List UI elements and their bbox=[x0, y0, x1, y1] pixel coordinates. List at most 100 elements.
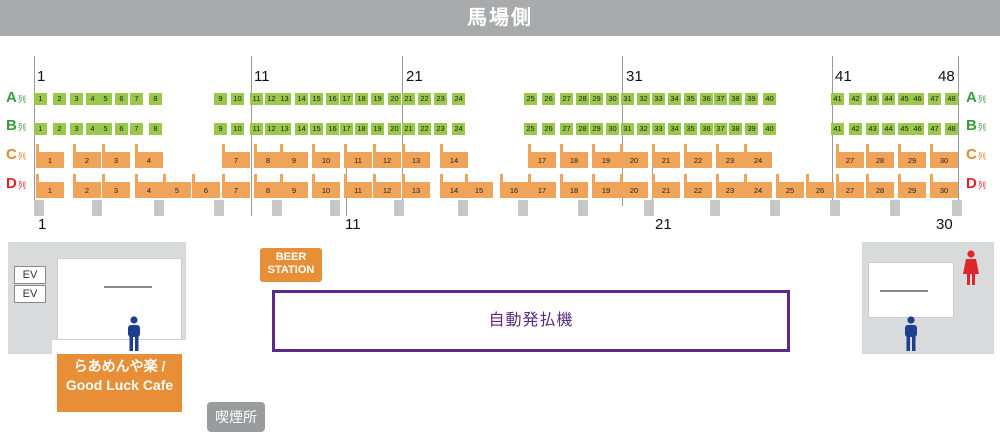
seat-b-33: 33 bbox=[652, 123, 665, 135]
seat-c-21: 21 bbox=[652, 144, 680, 168]
pillar-block bbox=[952, 200, 962, 216]
seat-b-8: 8 bbox=[149, 123, 162, 135]
seat-c-1: 1 bbox=[36, 144, 64, 168]
seat-a-31: 31 bbox=[621, 93, 634, 105]
pillar-block bbox=[34, 200, 44, 216]
seat-b-47: 47 bbox=[928, 123, 941, 135]
seat-a-21: 21 bbox=[402, 93, 415, 105]
seat-a-32: 32 bbox=[637, 93, 650, 105]
seat-b-27: 27 bbox=[560, 123, 573, 135]
seat-a-27: 27 bbox=[560, 93, 573, 105]
row-letter: C bbox=[6, 146, 17, 163]
seat-c-10: 10 bbox=[312, 144, 340, 168]
seat-c-2: 2 bbox=[73, 144, 101, 168]
beer-station-line2: STATION bbox=[267, 264, 315, 276]
seat-c-9: 9 bbox=[280, 144, 308, 168]
seat-a-12: 12 bbox=[265, 93, 278, 105]
row-suffix: 列 bbox=[17, 152, 26, 161]
seat-a-33: 33 bbox=[652, 93, 665, 105]
seat-a-44: 44 bbox=[882, 93, 895, 105]
seat-c-30: 30 bbox=[930, 144, 958, 168]
seat-b-21: 21 bbox=[402, 123, 415, 135]
seat-a-23: 23 bbox=[434, 93, 447, 105]
seat-d-13: 13 bbox=[402, 174, 430, 198]
elevator-2: EV bbox=[14, 285, 46, 303]
seat-b-2: 2 bbox=[53, 123, 66, 135]
seat-a-24: 24 bbox=[452, 93, 465, 105]
seat-a-17: 17 bbox=[340, 93, 353, 105]
seat-b-16: 16 bbox=[326, 123, 339, 135]
seat-b-35: 35 bbox=[684, 123, 697, 135]
seat-b-41: 41 bbox=[831, 123, 844, 135]
seat-a-29: 29 bbox=[590, 93, 603, 105]
seat-c-29: 29 bbox=[898, 144, 926, 168]
row-suffix: 列 bbox=[17, 181, 26, 190]
seat-d-18: 18 bbox=[560, 174, 588, 198]
seat-c-27: 27 bbox=[836, 144, 864, 168]
seat-a-47: 47 bbox=[928, 93, 941, 105]
seat-b-3: 3 bbox=[70, 123, 83, 135]
seat-a-34: 34 bbox=[668, 93, 681, 105]
seat-c-12: 12 bbox=[373, 144, 401, 168]
seat-b-4: 4 bbox=[86, 123, 99, 135]
row-suffix: 列 bbox=[977, 95, 986, 104]
row-label-d: D列 bbox=[6, 176, 26, 194]
seat-b-24: 24 bbox=[452, 123, 465, 135]
seat-b-12: 12 bbox=[265, 123, 278, 135]
row-letter: D bbox=[966, 175, 977, 192]
beer-station: BEER STATION bbox=[260, 248, 322, 282]
seat-d-11: 11 bbox=[344, 174, 372, 198]
column-number-top: 21 bbox=[406, 68, 423, 85]
seat-d-30: 30 bbox=[930, 174, 958, 198]
betting-machines: 自動発払機 bbox=[272, 290, 790, 352]
column-number-bottom: 1 bbox=[38, 216, 47, 233]
seat-a-14: 14 bbox=[295, 93, 308, 105]
seat-b-38: 38 bbox=[729, 123, 742, 135]
restaurant-name-en: Good Luck Cafe bbox=[65, 377, 174, 393]
seat-c-4: 4 bbox=[135, 144, 163, 168]
pillar-block bbox=[578, 200, 588, 216]
seat-b-43: 43 bbox=[866, 123, 879, 135]
pillar-block bbox=[890, 200, 900, 216]
seat-a-38: 38 bbox=[729, 93, 742, 105]
seat-b-18: 18 bbox=[355, 123, 368, 135]
column-number-bottom: 30 bbox=[936, 216, 953, 233]
row-letter: A bbox=[6, 89, 17, 106]
seat-a-6: 6 bbox=[115, 93, 128, 105]
row-label-d: D列 bbox=[966, 176, 986, 194]
pillar-block bbox=[330, 200, 340, 216]
seat-d-22: 22 bbox=[684, 174, 712, 198]
seat-b-39: 39 bbox=[745, 123, 758, 135]
seat-b-7: 7 bbox=[130, 123, 143, 135]
seat-a-30: 30 bbox=[606, 93, 619, 105]
seat-b-5: 5 bbox=[99, 123, 112, 135]
seat-b-30: 30 bbox=[606, 123, 619, 135]
seat-d-1: 1 bbox=[36, 174, 64, 198]
seat-a-19: 19 bbox=[371, 93, 384, 105]
divider-line bbox=[251, 56, 252, 216]
row-suffix: 列 bbox=[977, 123, 986, 132]
row-label-c: C列 bbox=[6, 147, 26, 165]
column-number-top: 1 bbox=[37, 68, 46, 85]
seat-d-20: 20 bbox=[620, 174, 648, 198]
column-number-bottom: 11 bbox=[345, 216, 361, 233]
seat-a-25: 25 bbox=[524, 93, 537, 105]
seat-b-11: 11 bbox=[250, 123, 263, 135]
seat-b-40: 40 bbox=[763, 123, 776, 135]
seat-a-3: 3 bbox=[70, 93, 83, 105]
seat-b-9: 9 bbox=[214, 123, 227, 135]
pillar-block bbox=[92, 200, 102, 216]
seat-b-29: 29 bbox=[590, 123, 603, 135]
pillar-block bbox=[394, 200, 404, 216]
seat-b-48: 48 bbox=[945, 123, 958, 135]
seat-a-45: 45 bbox=[898, 93, 911, 105]
mens-toilet-icon bbox=[128, 316, 140, 351]
seat-c-17: 17 bbox=[528, 144, 556, 168]
restaurant-name-jp: らあめんや楽 / bbox=[73, 358, 166, 374]
seat-a-20: 20 bbox=[388, 93, 401, 105]
seat-a-42: 42 bbox=[849, 93, 862, 105]
seat-c-23: 23 bbox=[716, 144, 744, 168]
seat-a-7: 7 bbox=[130, 93, 143, 105]
pillar-block bbox=[272, 200, 282, 216]
seat-b-26: 26 bbox=[542, 123, 555, 135]
